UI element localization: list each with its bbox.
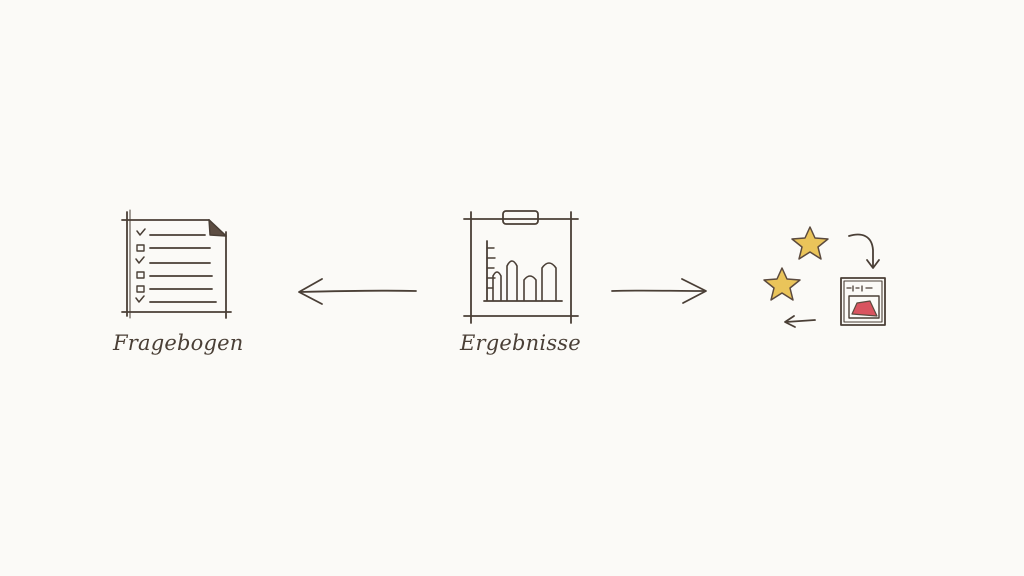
stars-and-report-cycle-icon [763,226,886,328]
checklist-document-icon [121,209,232,319]
results-label: Ergebnisse [460,331,581,355]
star-icon [763,267,801,301]
star-icon [791,226,829,260]
arrow-to-feedback [611,278,707,304]
bar-chart-board-icon [463,210,579,324]
arrow-to-questionnaire [298,278,417,305]
questionnaire-label: Fragebogen [113,331,244,355]
